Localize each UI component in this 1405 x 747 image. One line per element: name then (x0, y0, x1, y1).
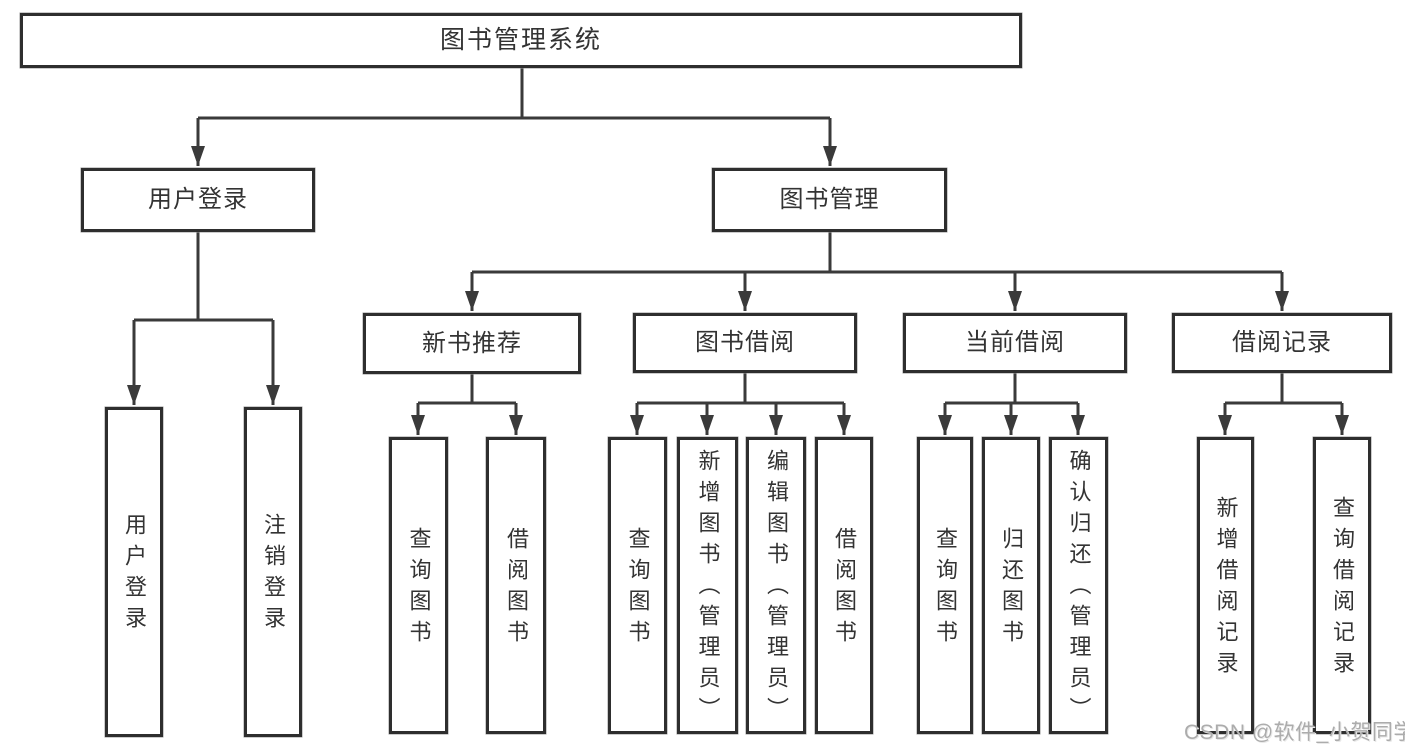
leaf-query-books-borrow: 查询图书 (608, 437, 667, 734)
node-book-management-module: 图书管理 (712, 168, 947, 232)
node-library-management-system: 图书管理系统 (20, 13, 1022, 68)
node-user-login-module: 用户登录 (81, 168, 315, 232)
leaf-add-borrow-record: 新增借阅记录 (1197, 437, 1254, 734)
leaf-query-books-current: 查询图书 (917, 437, 973, 734)
leaf-query-books-recommend: 查询图书 (389, 437, 448, 734)
leaf-return-books: 归还图书 (982, 437, 1040, 734)
leaf-borrow-books-recommend: 借阅图书 (486, 437, 546, 734)
leaf-add-books-admin: 新增图书（管理员） (677, 437, 738, 734)
node-new-book-recommendation: 新书推荐 (363, 313, 581, 374)
node-current-borrowing: 当前借阅 (903, 313, 1127, 373)
leaf-logout: 注销登录 (244, 407, 302, 737)
leaf-borrow-books: 借阅图书 (815, 437, 873, 734)
leaf-confirm-return-admin: 确认归还（管理员） (1049, 437, 1108, 734)
node-borrowing-records: 借阅记录 (1172, 313, 1392, 373)
leaf-user-login: 用户登录 (105, 407, 163, 737)
node-book-borrowing: 图书借阅 (633, 313, 857, 373)
leaf-query-borrow-record: 查询借阅记录 (1313, 437, 1371, 734)
leaf-edit-books-admin: 编辑图书（管理员） (746, 437, 806, 734)
csdn-watermark: CSDN @软件_小贺同学 (1184, 721, 1405, 744)
